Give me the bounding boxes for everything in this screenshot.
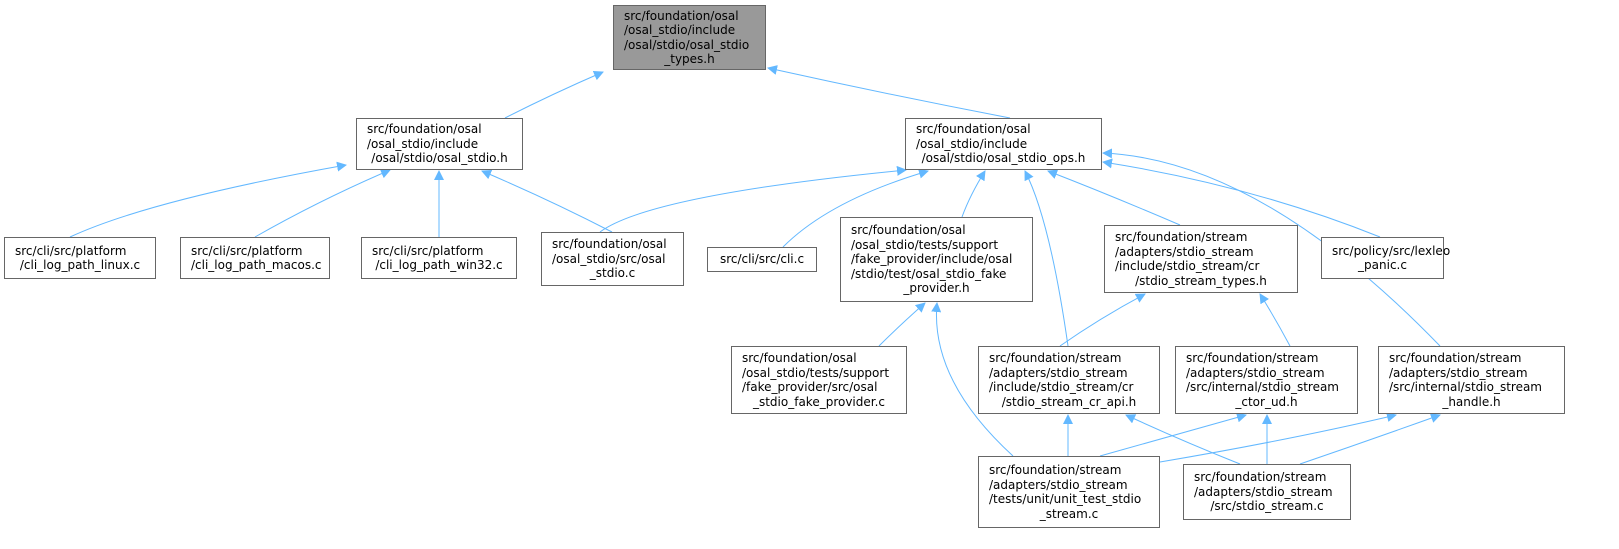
edge-fake-provider-h-to-osal-stdio-ops-h — [961, 170, 986, 218]
node-label-line: src/cli/src/cli.c — [719, 252, 805, 267]
node-label-line: src/foundation/osal — [851, 223, 966, 238]
node-label-line: src/foundation/stream — [989, 351, 1122, 365]
node-stdio-stream-ctor-ud-h[interactable]: src/foundation/stream/adapters/stdio_str… — [1175, 346, 1358, 414]
node-osal-stdio-h[interactable]: src/foundation/osal/osal_stdio/include/o… — [356, 118, 523, 170]
node-label-line: /fake_provider/src/osal — [742, 380, 878, 394]
node-label-line: /src/stdio_stream.c — [1210, 499, 1324, 514]
node-label-line: src/foundation/stream — [1194, 470, 1327, 485]
node-label-line: src/foundation/stream — [1115, 230, 1248, 244]
node-label-line: /adapters/stdio_stream — [1186, 365, 1325, 380]
node-label-line: /osal/stdio/osal_stdio_ops.h — [921, 151, 1086, 166]
node-label-line: /osal/stdio/osal_stdio — [624, 37, 750, 52]
edge-osal-stdio-c-to-osal-stdio-ops-h — [599, 165, 907, 233]
node-osal-stdio-c[interactable]: src/foundation/osal/osal_stdio/src/osal_… — [541, 232, 684, 286]
node-label-line: /osal_stdio/tests/support — [851, 237, 999, 252]
node-label-line: _types.h — [664, 52, 715, 66]
node-label-line: src/foundation/stream — [1389, 351, 1522, 365]
node-label-line: _panic.c — [1358, 258, 1407, 272]
node-label-line: src/foundation/osal — [916, 122, 1031, 137]
edge-osal-stdio-c-to-osal-stdio-h — [481, 169, 613, 233]
edge-cli-c-to-osal-stdio-ops-h — [782, 168, 929, 248]
node-label-line: /osal/stdio/osal_stdio.h — [371, 151, 508, 166]
node-unit-test-stdio-stream-c[interactable]: src/foundation/stream/adapters/stdio_str… — [978, 456, 1160, 528]
node-label-line: /adapters/stdio_stream — [1389, 365, 1528, 380]
node-label-line: _provider.h — [903, 281, 970, 296]
node-root[interactable]: src/foundation/osal/osal_stdio/include/o… — [613, 5, 766, 70]
node-cli-log-path-win32[interactable]: src/cli/src/platform/cli_log_path_win32.… — [361, 237, 517, 279]
node-label-line: src/foundation/osal — [742, 351, 857, 365]
node-label-line: /adapters/stdio_stream — [1194, 484, 1333, 499]
node-stdio-stream-c[interactable]: src/foundation/stream/adapters/stdio_str… — [1183, 464, 1351, 520]
node-label-line: /stdio_stream_cr_api.h — [1001, 394, 1137, 409]
edge-cli-log-path-macos-to-osal-stdio-h — [254, 168, 391, 238]
edge-unit-test-stdio-stream-c-to-stdio-stream-ctor-ud-h — [1099, 412, 1247, 457]
node-label-line: /osal_stdio/include — [916, 136, 1028, 151]
node-label-line: src/policy/src/lexleo — [1332, 243, 1451, 258]
edge-stdio-stream-c-to-stdio-stream-cr-api-h — [1125, 414, 1241, 465]
node-label-line: /adapters/stdio_stream — [1115, 244, 1254, 259]
node-label-line: /stdio/test/osal_stdio_fake — [851, 266, 1007, 281]
edge-fake-provider-c-to-fake-provider-h — [878, 302, 926, 347]
edge-unit-test-stdio-stream-c-to-fake-provider-h — [931, 302, 1014, 457]
node-label-line: /osal_stdio/src/osal — [552, 251, 666, 266]
edge-stdio-stream-ctor-ud-h-to-stdio-stream-types-h — [1259, 293, 1291, 347]
node-label-line: src/foundation/osal — [552, 237, 667, 252]
node-label-line: src/cli/src/platform — [191, 243, 303, 258]
node-label-line: src/cli/src/platform — [372, 243, 484, 258]
node-stdio-stream-types-h[interactable]: src/foundation/stream/adapters/stdio_str… — [1104, 225, 1298, 293]
node-label-line: /stdio_stream_types.h — [1135, 273, 1267, 288]
edge-stdio-stream-cr-api-h-to-osal-stdio-ops-h — [1024, 170, 1069, 347]
node-label-line: /osal_stdio/include — [624, 23, 736, 37]
node-label-line: /src/internal/stdio_stream — [1389, 380, 1542, 394]
node-label-line: /adapters/stdio_stream — [989, 365, 1128, 380]
node-label-line: /include/stdio_stream/cr — [1115, 259, 1260, 273]
node-label-line: /adapters/stdio_stream — [989, 477, 1128, 492]
node-label-line: _stream.c — [1039, 506, 1099, 521]
node-cli-log-path-linux[interactable]: src/cli/src/platform/cli_log_path_linux.… — [4, 237, 156, 279]
edge-lexleo-panic-c-to-osal-stdio-ops-h — [1102, 158, 1381, 238]
node-label-line: /cli_log_path_macos.c — [191, 258, 322, 272]
node-cli-c[interactable]: src/cli/src/cli.c — [707, 247, 817, 272]
node-label-line: _stdio.c — [589, 266, 636, 281]
edge-stdio-stream-c-to-stdio-stream-handle-h — [1299, 413, 1441, 465]
node-stdio-stream-cr-api-h[interactable]: src/foundation/stream/adapters/stdio_str… — [978, 346, 1160, 414]
node-label-line: src/foundation/stream — [989, 463, 1122, 477]
node-label-line: /osal_stdio/tests/support — [742, 365, 890, 380]
edge-stdio-stream-handle-h-to-osal-stdio-ops-h — [1102, 148, 1441, 347]
node-label-line: /include/stdio_stream/cr — [989, 380, 1134, 394]
node-label-line: src/foundation/osal — [624, 8, 739, 23]
node-fake-provider-h[interactable]: src/foundation/osal/osal_stdio/tests/sup… — [840, 217, 1033, 302]
node-label-line: /fake_provider/include/osal — [851, 252, 1013, 267]
edge-cli-log-path-linux-to-osal-stdio-h — [69, 161, 347, 238]
node-label-line: _stdio_fake_provider.c — [752, 394, 886, 409]
edge-osal-stdio-h-to-root — [504, 70, 604, 119]
edge-osal-stdio-ops-h-to-root — [767, 65, 1011, 119]
edge-stdio-stream-cr-api-h-to-stdio-stream-types-h — [1059, 293, 1146, 347]
edge-stdio-stream-types-h-to-osal-stdio-ops-h — [1047, 169, 1181, 226]
node-fake-provider-c[interactable]: src/foundation/osal/osal_stdio/tests/sup… — [731, 346, 907, 414]
node-lexleo-panic-c[interactable]: src/policy/src/lexleo_panic.c — [1321, 237, 1451, 279]
node-cli-log-path-macos[interactable]: src/cli/src/platform/cli_log_path_macos.… — [180, 237, 330, 279]
node-label-line: _ctor_ud.h — [1235, 394, 1298, 409]
edge-unit-test-stdio-stream-c-to-stdio-stream-handle-h — [1159, 412, 1397, 463]
node-label-line: /cli_log_path_win32.c — [375, 258, 503, 272]
node-label-line: src/cli/src/platform — [15, 243, 127, 258]
node-label-line: src/foundation/stream — [1186, 351, 1319, 365]
node-osal-stdio-ops-h[interactable]: src/foundation/osal/osal_stdio/include/o… — [905, 118, 1102, 170]
node-label-line: src/foundation/osal — [367, 122, 482, 137]
node-label-line: /src/internal/stdio_stream — [1186, 380, 1339, 394]
node-label-line: /tests/unit/unit_test_stdio — [989, 492, 1142, 506]
node-label-line: /cli_log_path_linux.c — [19, 258, 141, 272]
node-label-line: /osal_stdio/include — [367, 136, 479, 151]
node-label-line: _handle.h — [1442, 394, 1501, 409]
node-stdio-stream-handle-h[interactable]: src/foundation/stream/adapters/stdio_str… — [1378, 346, 1565, 414]
